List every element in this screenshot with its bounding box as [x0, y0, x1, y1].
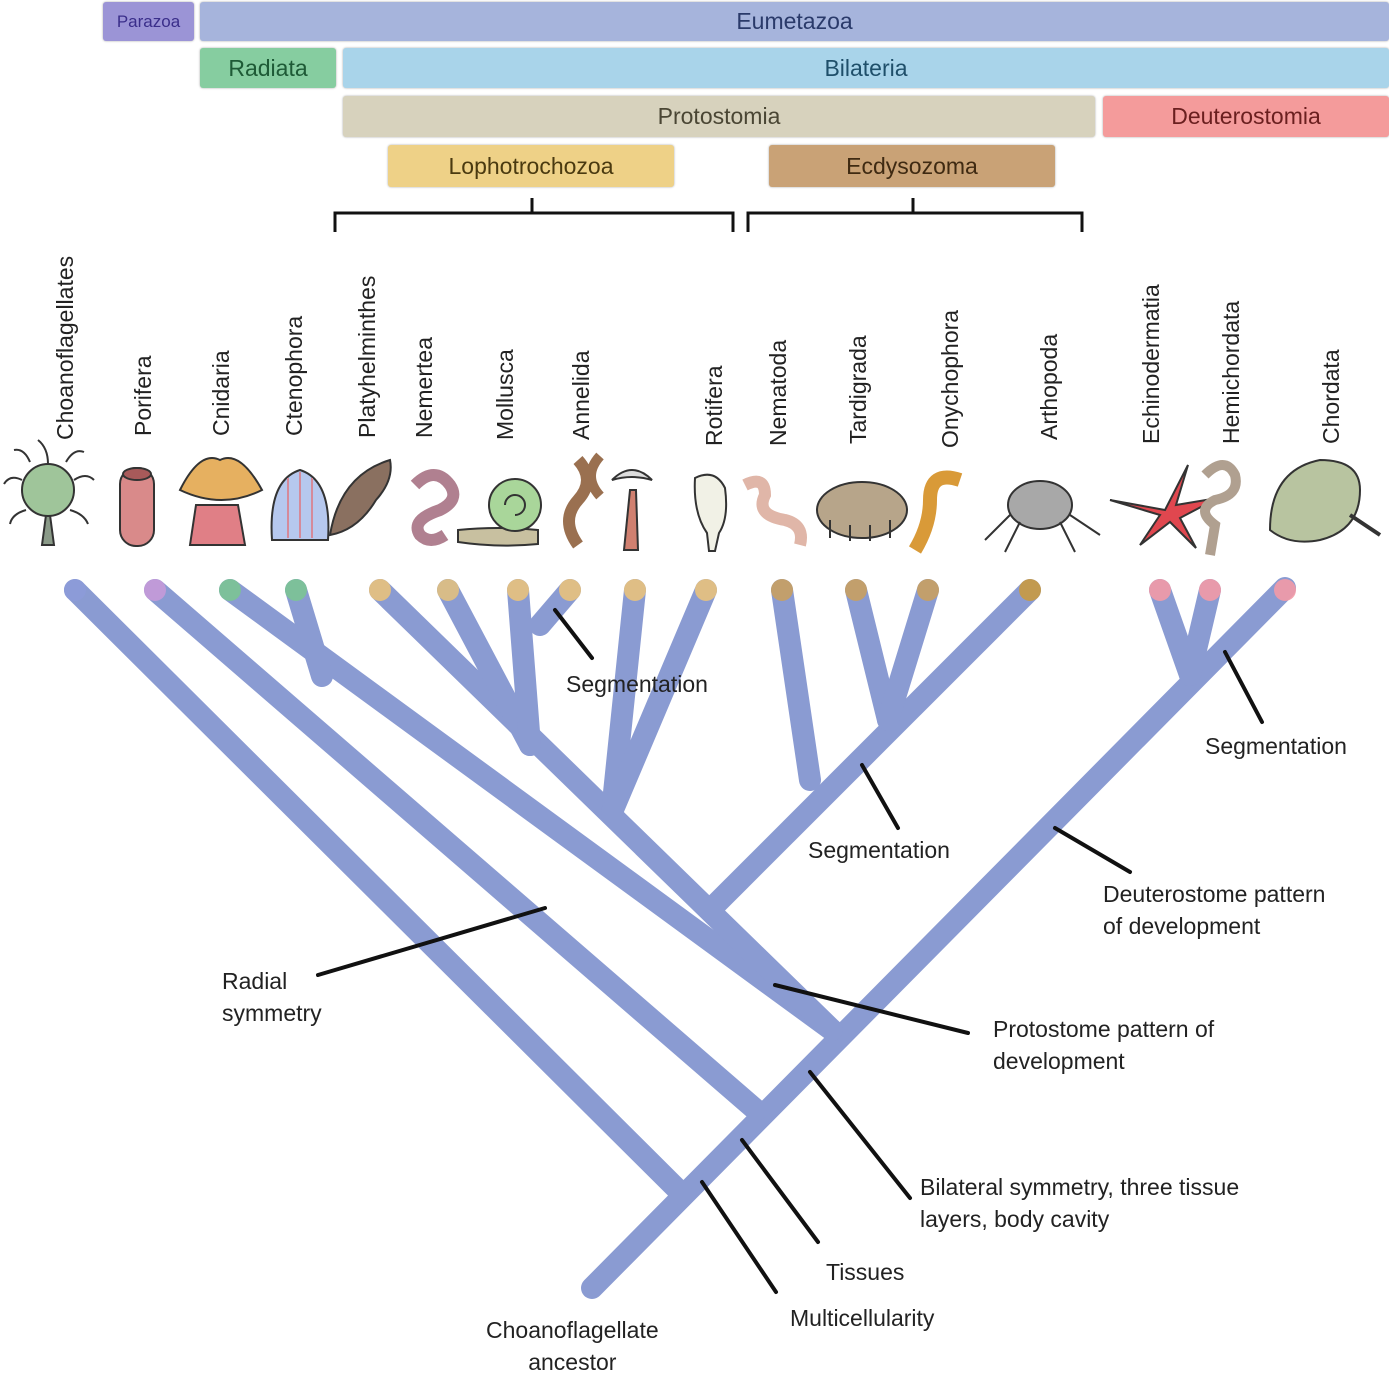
annotation-multicellularity: Multicellularity: [790, 1305, 935, 1331]
taxon-label-arthopoda: Arthopoda: [1036, 333, 1062, 440]
branch-tips: [64, 579, 1296, 601]
branch-mollusca: [507, 579, 541, 756]
group-radiata-label: Radiata: [228, 54, 308, 81]
tip-mollusca: [507, 579, 529, 601]
group-lophotrochozoa: Lophotrochozoa: [388, 145, 674, 187]
annotation-deuterostome-line1: Deuterostome pattern: [1103, 881, 1326, 907]
branch-porifera: [144, 579, 767, 1121]
trunk-to-chordata: [581, 577, 1296, 1299]
group-bilateria-label: Bilateria: [824, 54, 908, 81]
branch-rotifera-b: [601, 579, 717, 823]
group-eumetazoa-label: Eumetazoa: [736, 8, 853, 34]
annotation-radial-line1: Radial: [222, 968, 288, 994]
tip-platyhelminthes: [369, 579, 391, 601]
tip-annelida: [559, 579, 581, 601]
tip-echinodermatia: [1149, 579, 1171, 601]
pointer-segmentation-annelida: [553, 608, 594, 660]
branch-hemichordata: [1179, 579, 1221, 686]
tip-rotifera: [695, 579, 717, 601]
annotation-bilateral-line2: layers, body cavity: [920, 1206, 1110, 1232]
branches: [64, 577, 1296, 1299]
annotation-protostome-line2: development: [993, 1048, 1125, 1074]
branch-nemertea: [437, 579, 541, 756]
pointer-multicellularity: [700, 1180, 778, 1294]
group-deuterostomia: Deuterostomia: [1103, 96, 1389, 137]
group-ecdysozoma-label: Ecdysozoma: [846, 152, 978, 179]
taxon-label-platyhelminthes: Platyhelminthes: [354, 275, 380, 438]
pointer-radial-symmetry: [316, 906, 547, 977]
annotation-protostome: Protostome pattern of development: [993, 1013, 1214, 1077]
tip-nemertea: [437, 579, 459, 601]
group-bilateria: Bilateria: [343, 48, 1389, 88]
annotation-ancestor-line2: ancestor: [528, 1349, 617, 1375]
annotation-deuterostome-line2: of development: [1103, 913, 1261, 939]
annotation-ancestor-line1: Choanoflagellate: [486, 1317, 659, 1343]
taxon-label-choanoflagellates: Choanoflagellates: [52, 255, 78, 440]
branch-radiata: [219, 579, 843, 1041]
tip-nematoda: [771, 579, 793, 601]
tip-chordata: [1274, 579, 1296, 601]
branch-arthropoda: [699, 579, 1041, 921]
group-radiata: Radiata: [200, 48, 336, 88]
tip-onychophora: [917, 579, 939, 601]
branch-onychophora: [877, 579, 939, 731]
annotation-choanoflagellate-ancestor: Choanoflagellate ancestor: [486, 1314, 659, 1378]
taxon-label-porifera: Porifera: [130, 355, 156, 436]
pointer-protostome: [773, 983, 970, 1035]
pointer-segmentation-chordata: [1223, 650, 1264, 724]
annotation-deuterostome: Deuterostome pattern of development: [1103, 878, 1325, 942]
taxon-label-chordata: Chordata: [1318, 349, 1344, 444]
annotation-segmentation-annelida: Segmentation: [566, 671, 708, 697]
annotation-segmentation-arthropoda: Segmentation: [808, 837, 950, 863]
taxon-label-mollusca: Mollusca: [492, 349, 518, 440]
annotation-radial-line2: symmetry: [222, 1000, 322, 1026]
branch-ctenophora: [285, 579, 333, 687]
taxon-label-hemichordata: Hemichordata: [1218, 300, 1244, 444]
branch-choanoflagellates: [64, 579, 694, 1206]
taxon-label-nematoda: Nematoda: [765, 339, 791, 446]
ecdysozoma-bracket: [746, 198, 1084, 232]
tip-arthopoda: [1019, 579, 1041, 601]
taxon-label-ctenophora: Ctenophora: [281, 315, 307, 436]
group-ecdysozoma: Ecdysozoma: [769, 145, 1055, 187]
pointer-tissues: [740, 1138, 820, 1244]
tip-ctenophora: [285, 579, 307, 601]
group-parazoa-label: Parazoa: [116, 11, 181, 31]
taxon-label-rotifera: Rotifera: [701, 365, 727, 446]
taxon-label-annelida: Annelida: [568, 350, 594, 440]
taxon-label-nemertea: Nemertea: [411, 337, 437, 438]
annotation-radial-symmetry: Radial symmetry: [222, 965, 322, 1029]
taxon-label-tardigrada: Tardigrada: [845, 335, 871, 444]
tip-tardigrada: [845, 579, 867, 601]
group-parazoa: Parazoa: [103, 2, 194, 41]
group-eumetazoa: Eumetazoa: [200, 2, 1389, 41]
annotation-bilateral-line1: Bilateral symmetry, three tissue: [920, 1174, 1240, 1200]
taxon-label-onychophora: Onychophora: [937, 309, 963, 448]
annotation-tissues: Tissues: [826, 1259, 905, 1285]
group-protostomia-label: Protostomia: [657, 103, 781, 129]
taxon-label-echinodermatia: Echinodermatia: [1138, 284, 1164, 444]
group-lophotrochozoa-label: Lophotrochozoa: [448, 152, 614, 179]
lophotrochozoa-bracket: [333, 198, 735, 232]
annotation-protostome-line1: Protostome pattern of: [993, 1016, 1215, 1042]
group-protostomia: Protostomia: [343, 96, 1095, 137]
annotation-bilateral-symmetry: Bilateral symmetry, three tissue layers,…: [920, 1171, 1239, 1235]
pointer-bilateral: [808, 1070, 912, 1200]
pointer-segmentation-arthropoda: [860, 763, 900, 830]
taxon-label-cnidaria: Cnidaria: [208, 350, 234, 436]
tip-hemichordata: [1199, 579, 1221, 601]
annotation-pointers: [316, 608, 1264, 1294]
tip-rotifera: [624, 579, 646, 601]
tip-choanoflagellates: [64, 579, 86, 601]
branch-nematoda: [771, 579, 821, 791]
annotation-segmentation-chordata: Segmentation: [1205, 733, 1347, 759]
branch-tardigrada: [845, 579, 899, 731]
tip-cnidaria: [219, 579, 241, 601]
tip-porifera: [144, 579, 166, 601]
pointer-deuterostome: [1053, 826, 1132, 874]
group-deuterostomia-label: Deuterostomia: [1171, 103, 1321, 129]
